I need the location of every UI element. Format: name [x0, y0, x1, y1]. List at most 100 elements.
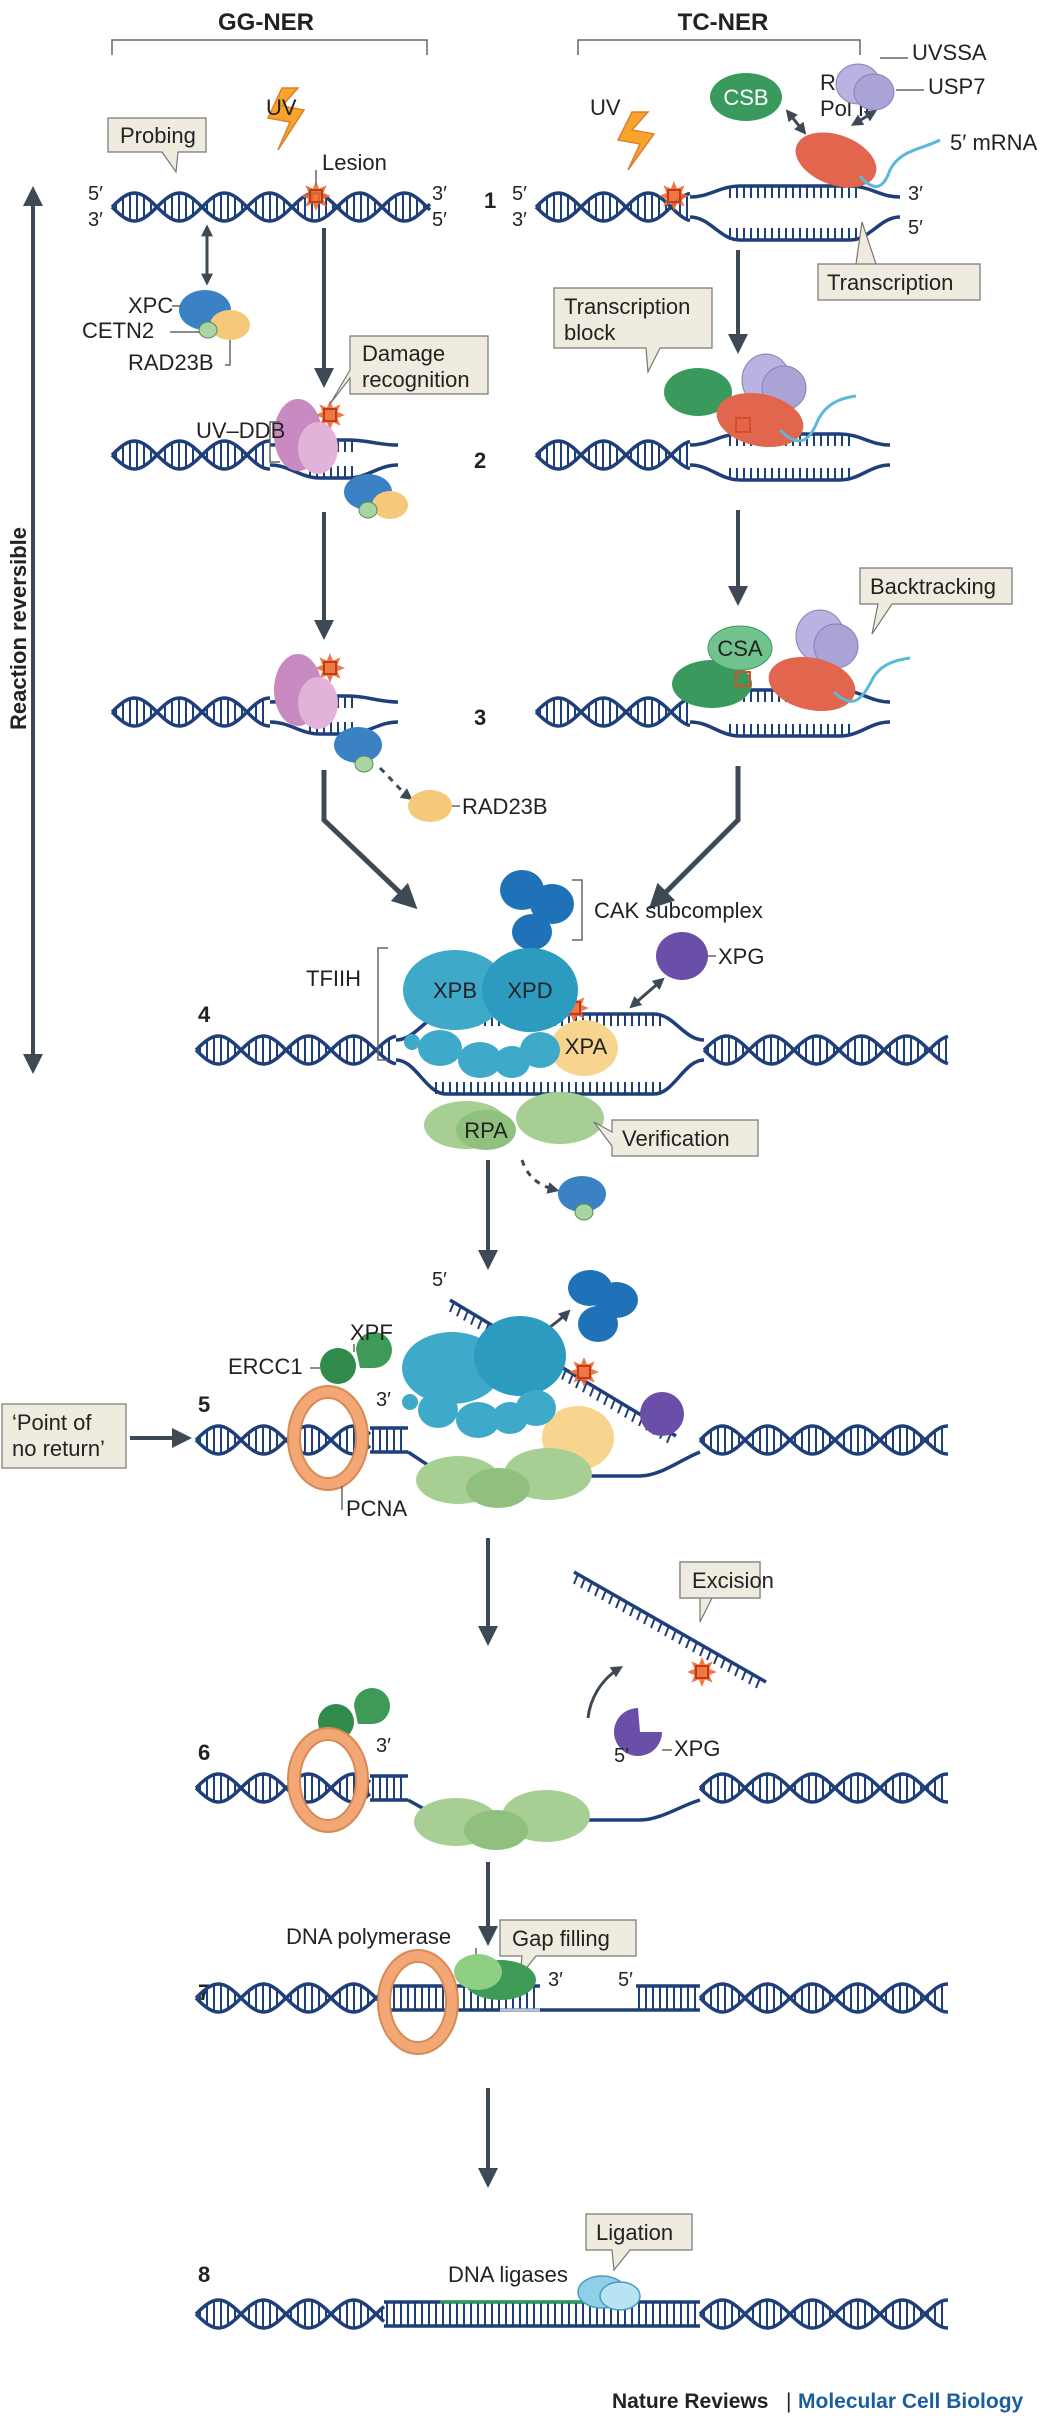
- prime-3: 3′: [376, 1389, 391, 1411]
- cetn2-label: CETN2: [82, 318, 154, 343]
- damage-recognition-callout: Damage recognition: [329, 335, 489, 405]
- pcna-ring: [287, 1727, 369, 1833]
- step-number-8: 8: [198, 2262, 210, 2287]
- xpa-label: XPA: [565, 1034, 608, 1059]
- tc-ner-header: TC-NER: [678, 9, 769, 36]
- dna-step1-gg: [110, 191, 432, 223]
- cak-subcomplex-label: CAK subcomplex: [594, 898, 763, 923]
- dna-layer: [110, 181, 949, 2330]
- mrna-strand: [778, 394, 857, 443]
- uvssa-label: UVSSA: [912, 40, 987, 65]
- prime-5: 5′: [908, 217, 923, 239]
- tfiih-subunit: [404, 1034, 420, 1050]
- rpa-protein: [516, 1092, 604, 1144]
- cetn2-protein: [354, 755, 374, 773]
- dna-ligase-protein: [599, 2281, 641, 2311]
- svg-text:Probing: Probing: [120, 123, 196, 148]
- step-number-5: 5: [198, 1392, 210, 1417]
- dna-step2-tc: [534, 439, 691, 471]
- backtracking-callout: Backtracking: [859, 567, 1013, 635]
- step-number-6: 6: [198, 1740, 210, 1765]
- footer-journal: Nature Reviews: [612, 2390, 768, 2413]
- ercc1-label: ERCC1: [228, 1354, 303, 1379]
- uv-label: UV: [266, 95, 297, 120]
- dna-step6-ladder: [370, 1774, 408, 1802]
- csa-protein: [707, 625, 773, 671]
- excision-arrow: [586, 1666, 624, 1719]
- xpc-label: XPC: [128, 293, 173, 318]
- prime-5: 5′: [432, 209, 447, 231]
- rad23b-label: RAD23B: [128, 350, 214, 375]
- dna-step5-left: [194, 1424, 372, 1456]
- mrna-label: 5′ mRNA: [950, 130, 1038, 155]
- prime-3: 3′: [88, 209, 103, 231]
- step-number-3: 3: [474, 705, 486, 730]
- step6: Excision XPG 5′ 3′: [287, 1561, 774, 1946]
- cak-protein: [578, 1306, 618, 1342]
- dna-step8-left: [194, 2298, 386, 2330]
- step-number-1: 1: [484, 188, 496, 213]
- step4: CAK subcomplex XPG TFIIH XPB XPD XPA RPA…: [306, 870, 764, 1270]
- tfiih-subunit: [418, 1030, 462, 1066]
- xpg-label: XPG: [718, 944, 764, 969]
- footer-separator: |: [786, 2390, 791, 2413]
- uv-label: UV: [590, 95, 621, 120]
- dna-step2-gg: [110, 439, 271, 471]
- lesion-icon: [301, 181, 331, 211]
- svg-text:Backtracking: Backtracking: [870, 574, 996, 599]
- cetn2-protein: [574, 1203, 594, 1221]
- dna-step7-ladder: [636, 1984, 700, 2012]
- rna-pol-ii-protein: [795, 132, 877, 188]
- dna-step6-left: [194, 1772, 372, 1804]
- rad23b-protein: [210, 310, 250, 340]
- excision-callout: [679, 1561, 761, 1599]
- svg-text:Ligation: Ligation: [596, 2220, 673, 2245]
- ligation-callout: Ligation: [585, 2213, 693, 2272]
- prime-3: 3′: [512, 209, 527, 231]
- mrna-strand: [832, 656, 911, 703]
- csb-protein: [710, 73, 782, 121]
- csa-label: CSA: [717, 636, 763, 661]
- dna-step6-right: [698, 1772, 949, 1804]
- tc-merge-arrow: [648, 766, 741, 910]
- lesion-label: Lesion: [322, 150, 387, 175]
- pcna-ring: [377, 1949, 459, 2055]
- tfiih-subunit: [516, 1390, 556, 1426]
- csb-protein: [672, 660, 752, 708]
- tfiih-subunit: [456, 1402, 500, 1438]
- xpa-protein: [550, 1020, 618, 1076]
- rad23b-label: RAD23B: [462, 794, 548, 819]
- xpd-protein: [482, 948, 578, 1032]
- mrna-strand: [858, 138, 941, 188]
- dna-polymerase-protein: [454, 1954, 502, 1990]
- transcription-block-callout: Transcription block: [553, 287, 713, 375]
- svg-text:‘Point of: ‘Point of: [12, 1410, 92, 1435]
- lesion-icon: [569, 1357, 599, 1387]
- xpg-arrow: [629, 977, 665, 1009]
- cak-protein: [530, 884, 574, 924]
- lesion-marker: [735, 671, 751, 687]
- svg-text:no return’: no return’: [12, 1436, 105, 1461]
- tfiih-subunit: [402, 1394, 418, 1410]
- xpc-protein: [558, 1176, 606, 1212]
- pcna-label: PCNA: [346, 1496, 407, 1521]
- pcna-ring: [287, 1385, 369, 1491]
- rna-pol-ii-protein: [768, 656, 856, 712]
- ercc1-protein: [320, 1348, 356, 1384]
- uv-lightning-icon: [616, 111, 656, 171]
- cetn2-protein: [198, 321, 218, 339]
- xpd-protein: [474, 1316, 566, 1396]
- svg-text:block: block: [564, 320, 616, 345]
- prime-3: 3′: [548, 1969, 563, 1991]
- step-number-2: 2: [474, 448, 486, 473]
- xpg-protein: [614, 1708, 662, 1756]
- excision-label: Excision: [692, 1568, 774, 1593]
- uvssa-arrow: [850, 110, 878, 126]
- xpf-label: XPF: [350, 1320, 393, 1345]
- ercc1-xpf-complex: [320, 1332, 392, 1384]
- usp7-protein: [853, 73, 895, 111]
- probing-callout: Probing: [107, 117, 207, 174]
- lesion-icon: [659, 181, 689, 211]
- gg-ner-header: GG-NER: [218, 9, 314, 36]
- xpb-label: XPB: [433, 978, 477, 1003]
